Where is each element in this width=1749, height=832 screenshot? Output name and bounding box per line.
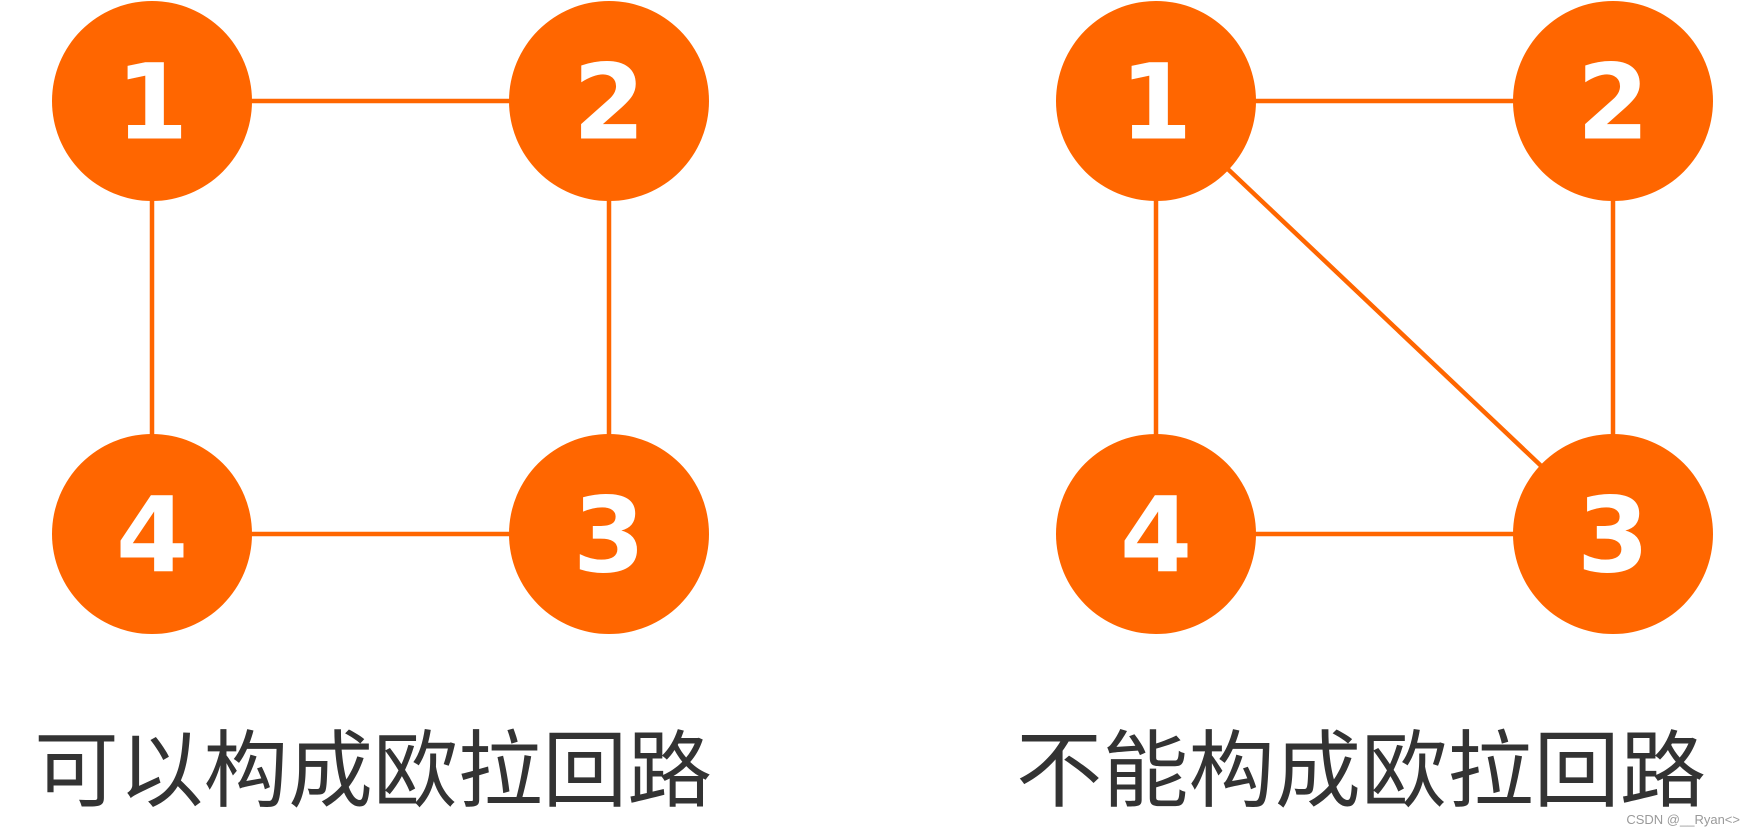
node-label: 3 [1577, 474, 1649, 596]
node-circle [52, 434, 252, 634]
node-label: 1 [116, 41, 188, 163]
graph-node-1: 1 [52, 1, 252, 201]
node-circle [52, 1, 252, 201]
node-label: 2 [1577, 41, 1649, 163]
node-label: 4 [1120, 474, 1192, 596]
graph-euler-impossible: 1 2 3 4 不能构成欧拉回路 [1016, 1, 1713, 820]
graph-node-4: 4 [1056, 434, 1256, 634]
graph-caption: 不能构成欧拉回路 [1016, 722, 1706, 820]
watermark-text: CSDN @__Ryan<> [1626, 812, 1740, 827]
graph-edge-1-3 [1154, 99, 1615, 536]
graph-node-1: 1 [1056, 1, 1256, 201]
node-circle [1056, 434, 1256, 634]
node-label: 3 [573, 474, 645, 596]
graph-euler-possible: 1 2 3 4 可以构成欧拉回路 [34, 1, 712, 820]
node-label: 2 [573, 41, 645, 163]
graph-node-3: 3 [1513, 434, 1713, 634]
node-label: 4 [116, 474, 188, 596]
node-circle [1513, 1, 1713, 201]
graph-node-4: 4 [52, 434, 252, 634]
node-label: 1 [1120, 41, 1192, 163]
node-circle [509, 1, 709, 201]
graph-node-2: 2 [509, 1, 709, 201]
node-circle [509, 434, 709, 634]
graph-node-3: 3 [509, 434, 709, 634]
graph-node-2: 2 [1513, 1, 1713, 201]
graph-caption: 可以构成欧拉回路 [34, 722, 712, 820]
node-circle [1056, 1, 1256, 201]
node-circle [1513, 434, 1713, 634]
